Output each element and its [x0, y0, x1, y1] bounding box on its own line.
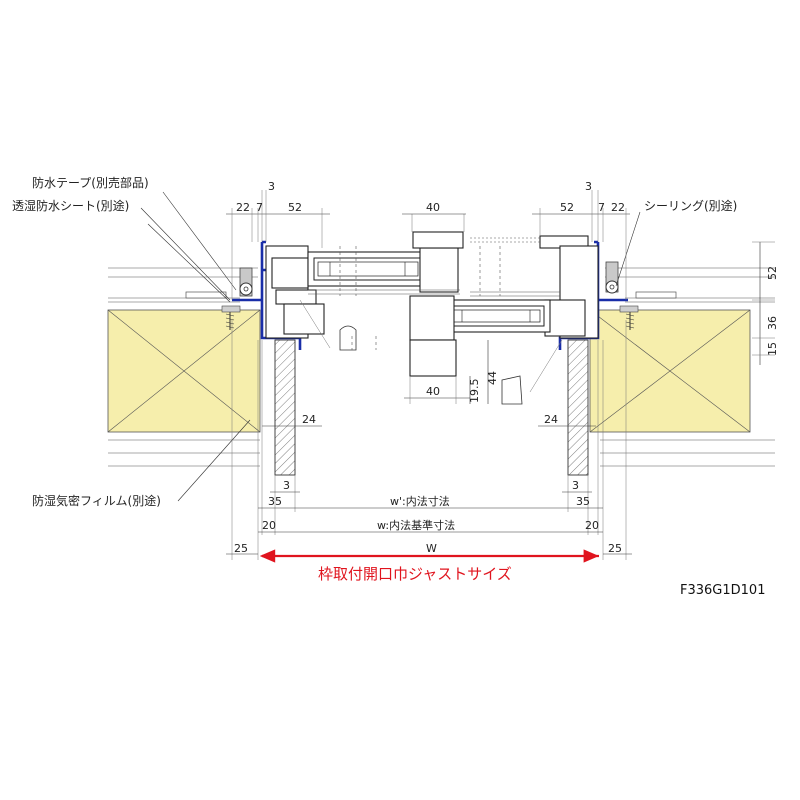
dim-top-right-3: 3	[585, 180, 592, 193]
glass-center-lines	[339, 246, 501, 350]
wood-stud-left	[107, 309, 261, 433]
dim-left-3-bottom: 3	[283, 479, 290, 492]
frame-profile-left	[265, 245, 460, 351]
dim-top-center-40: 40	[426, 201, 440, 214]
right-vertical-dimensions	[752, 241, 775, 365]
dim-left-35: 35	[268, 495, 282, 508]
dim-top-left-52: 52	[288, 201, 302, 214]
dim-right-35: 35	[576, 495, 590, 508]
dim-right-3-bottom: 3	[572, 479, 579, 492]
opening-size-caption: 枠取付開口巾ジャストサイズ	[318, 565, 512, 583]
dim-left-25: 25	[234, 542, 248, 555]
center-bottom-dimensions	[404, 340, 489, 404]
frame-profile-right	[409, 245, 599, 405]
sealant-left	[239, 267, 253, 297]
dim-center-40-bottom: 40	[426, 385, 440, 398]
leaders-diagonal	[299, 299, 563, 393]
sealant-right	[605, 261, 619, 294]
frame-profile-center-top	[411, 214, 589, 249]
bottom-dimension-chain	[226, 320, 632, 560]
casing-board-right	[567, 339, 589, 476]
dim-top-left-22: 22	[236, 201, 250, 214]
dim-w-prime-label: w':内法寸法	[390, 494, 450, 508]
screw-right	[619, 305, 639, 330]
dim-center-19-5: 19.5	[468, 379, 481, 404]
dim-top-right-7: 7	[598, 201, 605, 214]
label-leaders	[140, 191, 641, 502]
dim-right-24: 24	[544, 413, 558, 426]
dim-right-52: 52	[766, 266, 779, 280]
label-vapor-film: 防湿気密フィルム(別途)	[32, 493, 161, 508]
dim-top-left-3: 3	[268, 180, 275, 193]
wall-layers	[108, 267, 775, 467]
dim-right-20: 20	[585, 519, 599, 532]
dim-right-15: 15	[766, 342, 779, 356]
dim-W-label: W	[426, 542, 437, 555]
dim-left-24: 24	[302, 413, 316, 426]
label-sealing: シーリング(別途)	[644, 198, 737, 213]
drawing-code: F336G1D101	[680, 583, 765, 598]
wood-stud-right	[589, 309, 751, 433]
dim-top-right-22: 22	[611, 201, 625, 214]
dim-center-44: 44	[486, 371, 499, 385]
dim-left-20: 20	[262, 519, 276, 532]
label-waterproof-tape: 防水テープ(別売部品)	[32, 175, 149, 190]
screw-left	[221, 305, 241, 330]
dim-right-25: 25	[608, 542, 622, 555]
dim-w-label: w:内法基準寸法	[377, 518, 455, 532]
dim-top-right-52: 52	[560, 201, 574, 214]
dim-top-left-7: 7	[256, 201, 263, 214]
dim-right-36: 36	[766, 316, 779, 330]
label-moisture-sheet: 透湿防水シート(別途)	[12, 198, 129, 213]
casing-board-left	[274, 339, 296, 476]
top-dimensions	[226, 190, 630, 300]
